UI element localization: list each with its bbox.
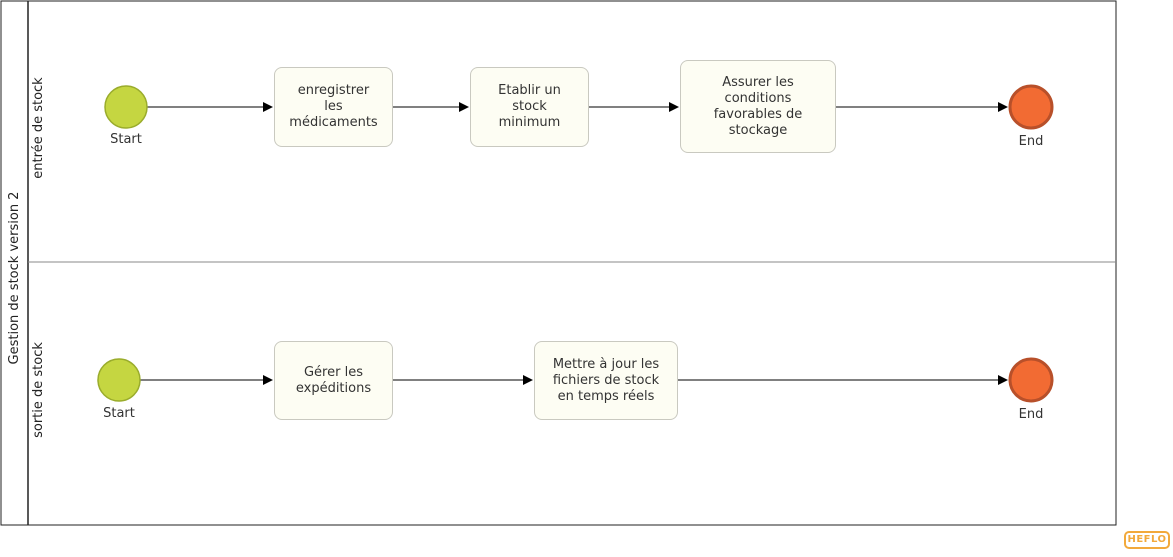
task-assurer-conditions-stockage[interactable]: Assurer les conditions favorables de sto… [680, 60, 836, 153]
end-event-1[interactable] [1008, 84, 1054, 130]
lane-label-entree: entrée de stock [31, 77, 46, 179]
start-event-2[interactable] [97, 358, 141, 402]
end-event-2-label: End [1018, 407, 1044, 422]
task-etablir-stock-minimum[interactable]: Etablir un stock minimum [470, 67, 589, 147]
task-gerer-expeditions[interactable]: Gérer les expéditions [274, 341, 393, 420]
heflo-logo: HEFLO [1124, 531, 1170, 549]
start-event-1[interactable] [104, 85, 148, 129]
start-event-2-label: Start [103, 406, 135, 421]
task-enregistrer-medicaments[interactable]: enregistrer les médicaments [274, 67, 393, 147]
end-event-1-label: End [1018, 134, 1044, 149]
start-event-1-label: Start [110, 132, 142, 147]
pool-title: Gestion de stock version 2 [7, 192, 22, 365]
end-event-2[interactable] [1008, 357, 1054, 403]
lane-label-sortie: sortie de stock [31, 342, 46, 438]
task-mettre-a-jour-fichiers[interactable]: Mettre à jour les fichiers de stock en t… [534, 341, 678, 420]
